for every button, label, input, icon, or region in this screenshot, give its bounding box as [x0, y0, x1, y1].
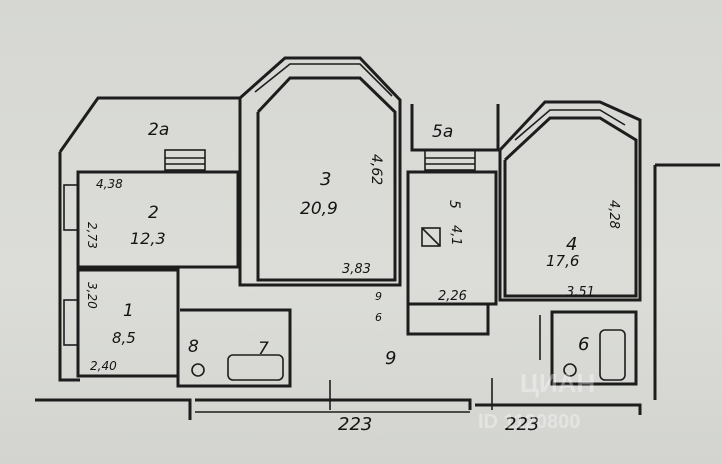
- outer-dim-label: 223: [505, 414, 539, 435]
- dim-label: 2,26: [438, 289, 467, 304]
- dim-label: 2,73: [85, 222, 99, 249]
- dim-label: 9: [375, 290, 382, 303]
- room-8-number: 8: [188, 337, 199, 357]
- windows: [63, 63, 626, 346]
- bathtub-icon: [599, 329, 626, 381]
- dim-label: 4,62: [368, 154, 384, 185]
- fixtures: [191, 227, 626, 410]
- bathtub-icon: [227, 354, 284, 381]
- dim-label: 4,28: [606, 200, 621, 229]
- toilet-icon: [563, 363, 577, 377]
- room-4-area: 17,6: [546, 252, 579, 270]
- toilet-icon: [191, 363, 205, 377]
- dim-label: 3,83: [342, 262, 371, 277]
- room-3-number: 3: [320, 169, 331, 190]
- balcony-5a-label: 5а: [432, 122, 453, 142]
- room-5-area: 4,1: [448, 225, 463, 246]
- dim-label: 2,40: [90, 359, 117, 373]
- balcony-2a-label: 2а: [148, 120, 169, 140]
- dim-label: 4,38: [96, 177, 123, 191]
- room-1-number: 1: [123, 301, 134, 321]
- dim-label: 3,51: [566, 285, 595, 300]
- room-9-number: 9: [385, 348, 396, 369]
- room-1-area: 8,5: [112, 329, 136, 347]
- room-5-number: 5: [446, 200, 462, 209]
- watermark-id: ID 1120800: [478, 411, 580, 433]
- outer-dim-label: 223: [338, 414, 372, 435]
- room-2-number: 2: [148, 203, 159, 223]
- labels: 2а 5а 2 12,3 3 20,9 4 17,6 5 4,1 1 8,5 6…: [85, 120, 621, 435]
- shaft-icon: [421, 227, 441, 247]
- room-6-number: 6: [578, 334, 589, 355]
- room-7-number: 7: [258, 339, 269, 359]
- dim-label: 6: [375, 311, 382, 324]
- watermark-logo: ЦИАН: [520, 368, 595, 398]
- room-3-area: 20,9: [300, 199, 338, 219]
- room-2-area: 12,3: [130, 229, 166, 248]
- walls: [35, 56, 720, 420]
- watermark: ЦИАН ID 1120800: [478, 368, 595, 433]
- dim-label: 3,20: [85, 282, 99, 309]
- room-4-number: 4: [566, 234, 577, 255]
